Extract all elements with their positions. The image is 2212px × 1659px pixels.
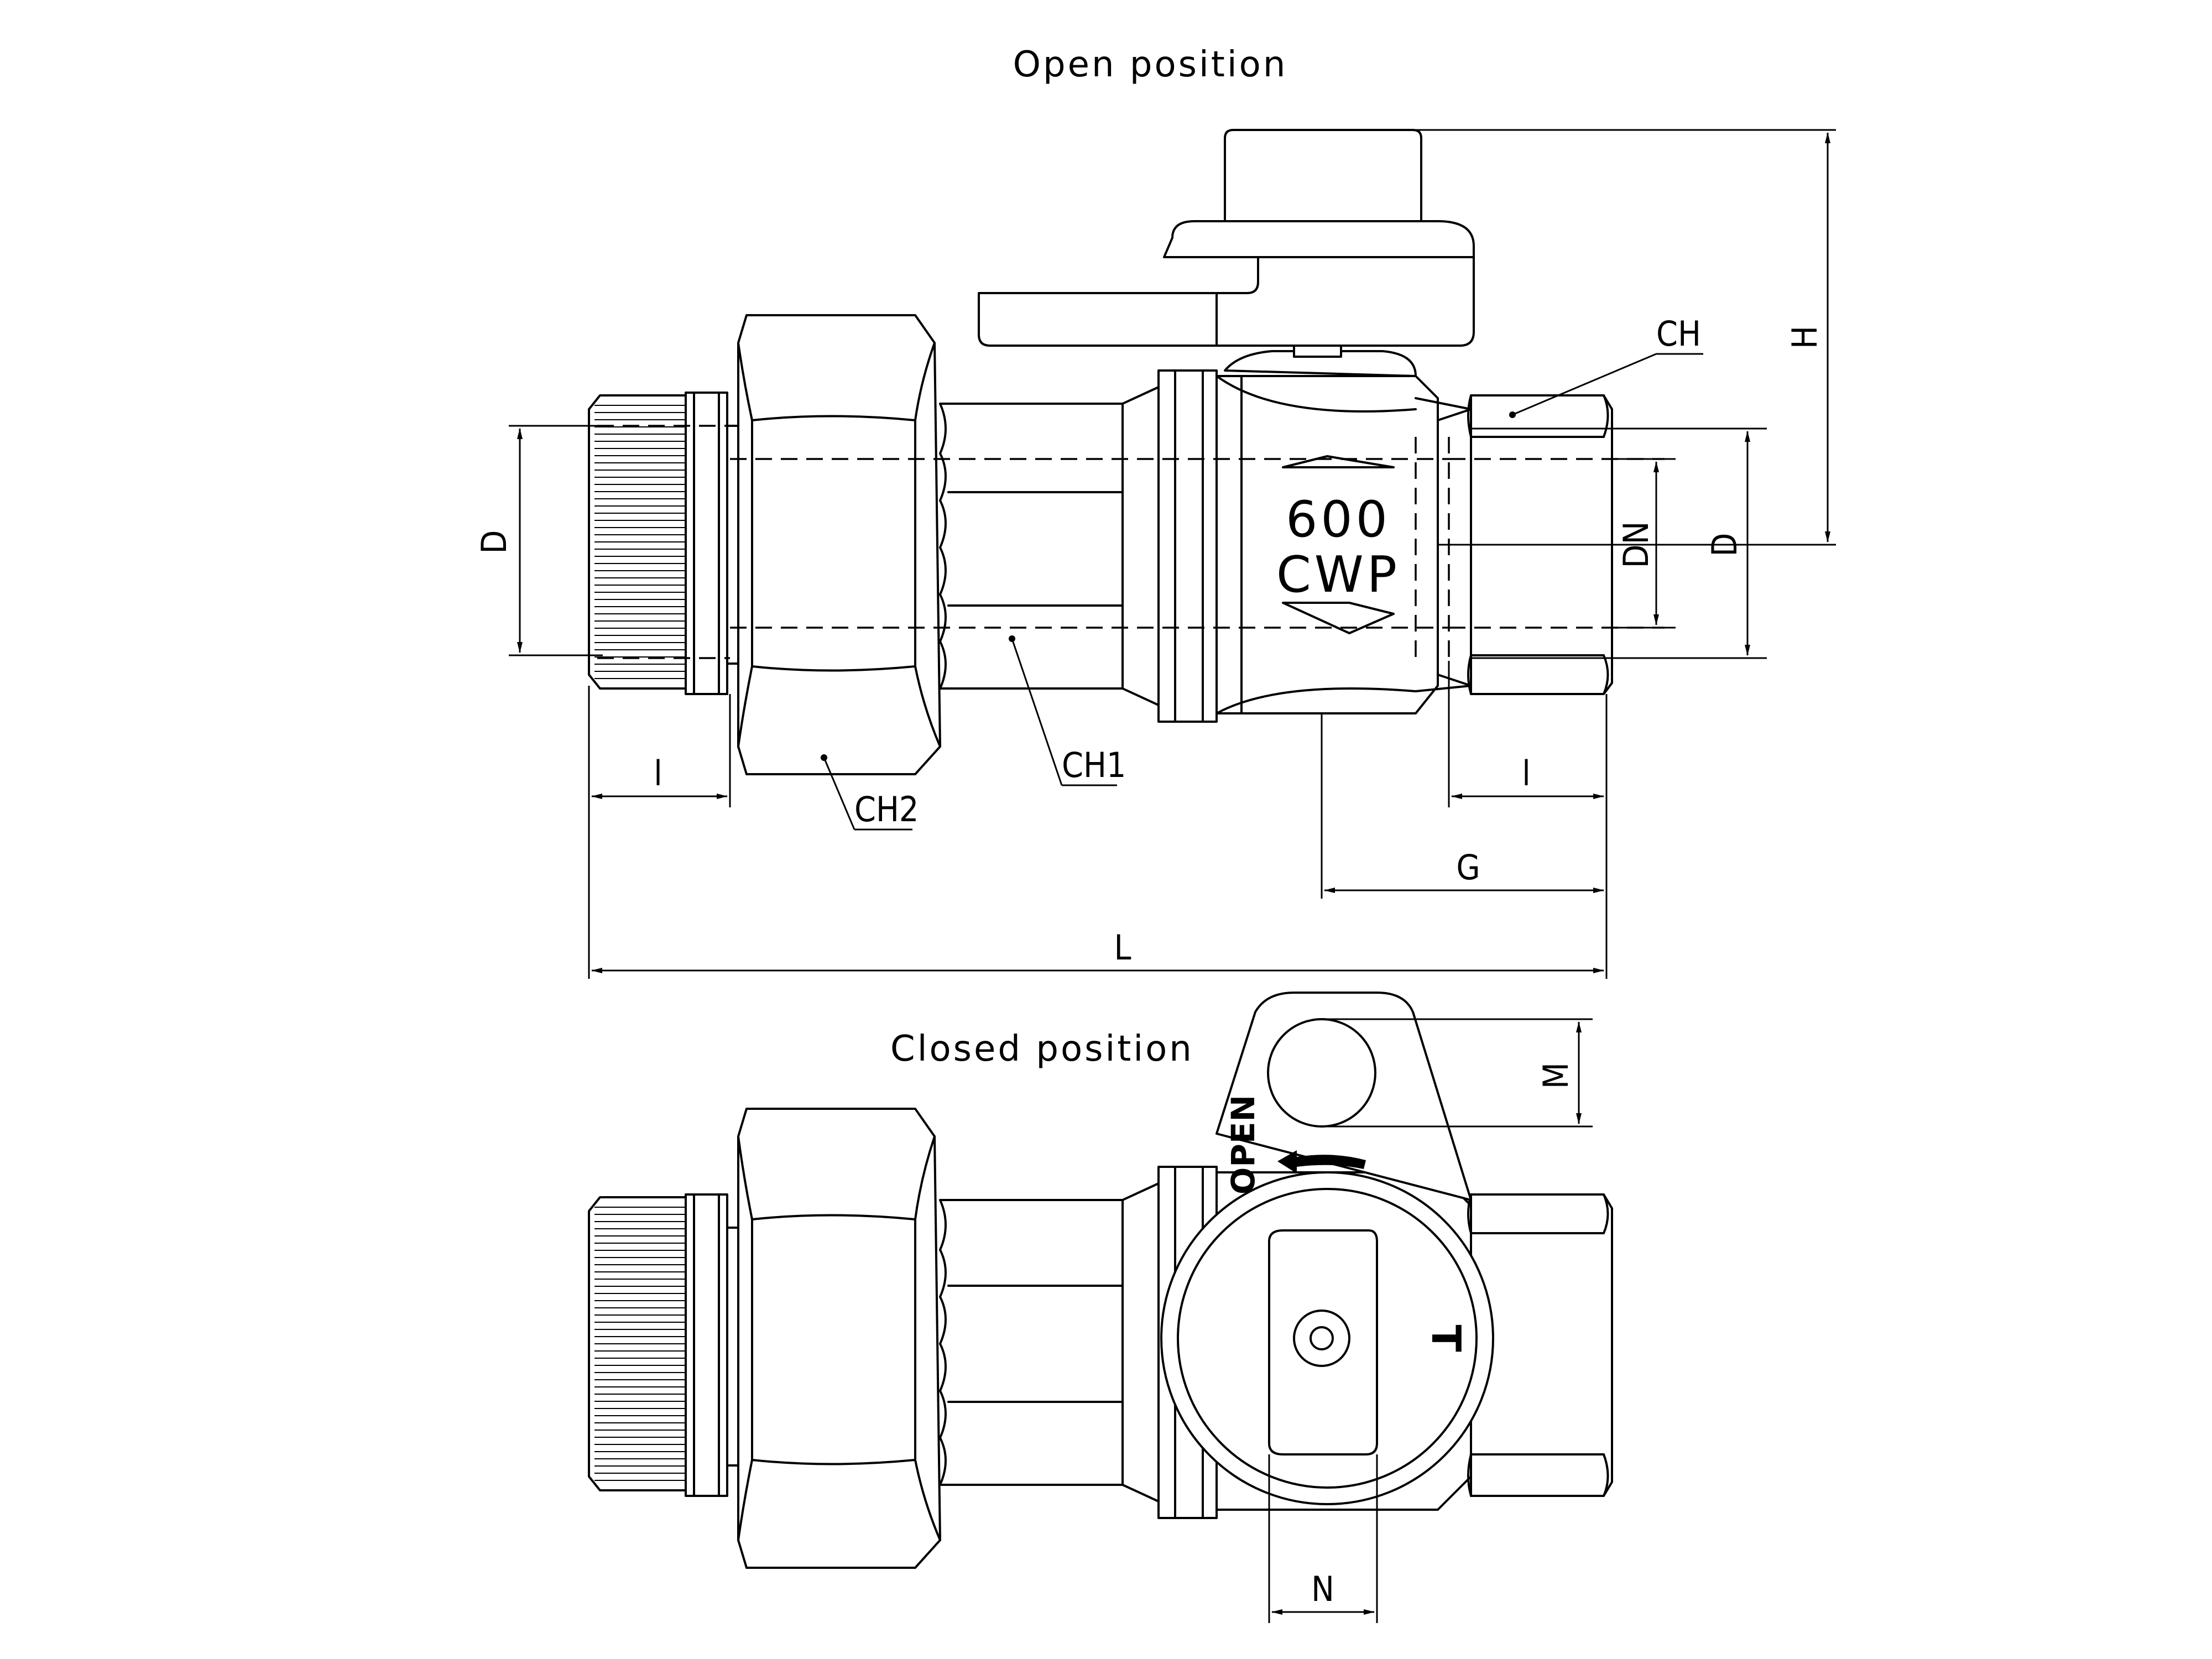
union-hex-nut-ch2 <box>737 314 941 775</box>
bore-dashed-lines <box>597 425 1665 661</box>
open-marking: OPEN <box>1224 1095 1262 1194</box>
dim-N-label: N <box>1311 1569 1334 1609</box>
label-ch1: CH1 <box>1062 745 1126 785</box>
dim-G-label: G <box>1456 847 1480 888</box>
knurled-tailpiece <box>588 392 739 695</box>
lever-hole <box>1267 1018 1376 1128</box>
closed-view-dimensions: M N <box>1268 1018 1593 1623</box>
dim-l-left-label: l <box>654 753 662 794</box>
open-position-view: 600 CWP <box>588 129 1665 775</box>
hex-body-ch1 <box>939 403 1131 690</box>
valve-body: 600 CWP <box>1215 375 1439 714</box>
lever-handle <box>978 129 1475 377</box>
closed-hex-body <box>939 1199 1131 1486</box>
label-ch2: CH2 <box>854 789 919 830</box>
closed-lever-handle: OPEN T <box>1160 992 1494 1505</box>
pressure-rating-text: 600 <box>1286 491 1391 549</box>
open-view-dimensions: H D DN D l l G L CH <box>474 129 1836 979</box>
dim-L-label: L <box>1114 927 1131 968</box>
closed-position-view: OPEN T <box>588 992 1613 1569</box>
closed-position-title: Closed position <box>890 1029 1194 1070</box>
body-flange-ring <box>1121 369 1218 723</box>
stop-marking: T <box>1423 1324 1469 1352</box>
dim-D-right-label: D <box>1704 533 1745 557</box>
open-direction-arrow-icon <box>1277 1150 1366 1173</box>
label-ch: CH <box>1656 314 1701 354</box>
dim-H-label: H <box>1785 326 1825 349</box>
closed-union-hex-nut <box>737 1108 941 1569</box>
closed-knurled-tailpiece <box>588 1193 739 1497</box>
dim-D-left-label: D <box>474 530 514 554</box>
dim-l-right-label: l <box>1522 753 1531 794</box>
spindle-nut <box>1293 1310 1350 1367</box>
dim-DN-label: DN <box>1616 521 1656 568</box>
cwp-text: CWP <box>1276 546 1400 604</box>
open-position-title: Open position <box>1013 44 1288 85</box>
dim-M-label: M <box>1536 1062 1576 1089</box>
